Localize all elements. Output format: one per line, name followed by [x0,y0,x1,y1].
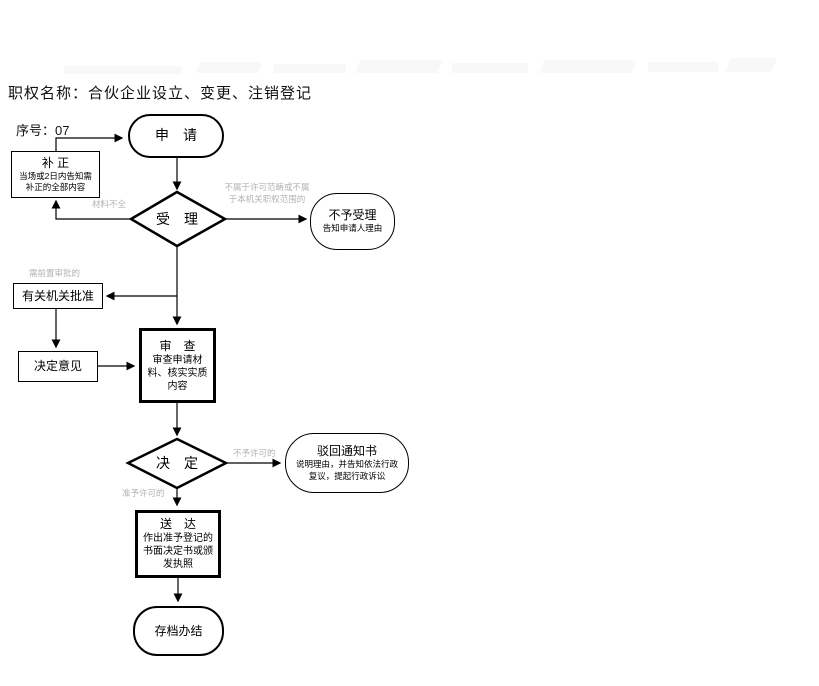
node-accept-label: 受 理 [137,205,217,233]
node-deliver: 送 达 作出准予登记的 书面决定书或颁 发执照 [135,510,221,578]
node-supplement: 补 正 当场或2日内告知需 补正的全部内容 [11,151,100,198]
edge-label-not-in-scope: 不属于许可范畴或不属 于本机关职权范围的 [222,182,312,206]
page-title: 职权名称：合伙企业设立、变更、注销登记 [8,85,313,102]
node-supplement-line2: 补正的全部内容 [25,182,86,192]
ghost-artifact [648,62,718,72]
edge-supplement-to-apply [55,133,124,151]
node-authority-label: 有关机关批准 [21,288,94,303]
ghost-artifact [274,64,346,73]
decide-diamond [125,437,229,490]
node-rejection-line2: 复议，提起行政诉讼 [308,470,386,481]
node-archive-label: 存档办结 [154,623,203,638]
node-review-line3: 内容 [167,380,188,392]
ghost-artifact [64,66,182,74]
node-deliver-line3: 发执照 [163,559,193,570]
edge-accept-to-supplement [51,199,131,220]
node-supplement-line1: 当场或2日内告知需 [19,170,92,181]
edge-label-not-in-scope-line1: 不属于许可范畴或不属 [224,182,310,192]
node-rejection-title: 驳回通知书 [316,444,377,459]
node-supplement-title: 补 正 [41,155,70,170]
node-apply-label: 申 请 [155,127,197,144]
node-deliver-line2: 书面决定书或颁 [143,546,213,557]
edge-label-pre-approval: 需前置审批的 [29,268,81,278]
serial-number: 序号：07 [16,123,70,138]
node-review-line2: 料、核实实质 [147,367,208,379]
node-deliver-title: 送 达 [159,517,196,531]
decide-text: 决 定 [156,455,198,471]
node-decide-label: 决 定 [137,450,217,476]
node-reject-title: 不予受理 [328,208,377,223]
node-review: 审 查 审查申请材 料、核实实质 内容 [139,328,216,403]
ghost-artifact [452,63,528,73]
node-reject-line1: 告知申请人理由 [322,223,383,234]
edge-label-incomplete: 材料不全 [92,199,127,209]
node-opinion-label: 决定意见 [33,359,82,373]
node-rejection-line1: 说明理由，并告知依法行政 [295,459,398,470]
edge-label-not-permitted: 不予许可的 [233,448,276,458]
edge-label-not-in-scope-line2: 于本机关职权范围的 [228,193,306,204]
accept-diamond [128,190,228,248]
node-opinion: 决定意见 [18,351,98,382]
node-authority: 有关机关批准 [13,283,103,309]
node-rejection-notice: 驳回通知书 说明理由，并告知依法行政 复议，提起行政诉讼 [285,433,409,493]
node-apply: 申 请 [128,114,224,158]
node-reject: 不予受理 告知申请人理由 [310,193,395,250]
accept-text: 受 理 [156,211,198,227]
node-archive: 存档办结 [133,606,224,656]
node-review-title: 审 查 [159,338,196,353]
node-deliver-line1: 作出准予登记的 [143,533,213,544]
edge-label-permitted: 准予许可的 [122,488,165,498]
node-review-line1: 审查申请材 [152,354,203,366]
